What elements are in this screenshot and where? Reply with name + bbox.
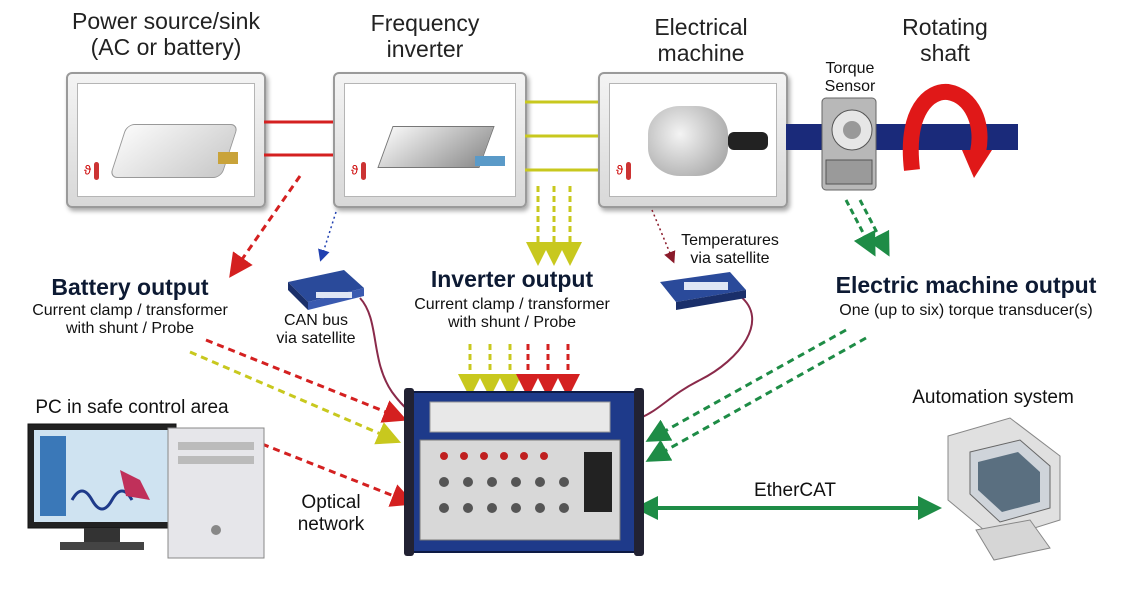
machine-to-daq-1 xyxy=(645,328,847,442)
pc-label: PC in safe control area xyxy=(35,397,229,418)
machine-output-title: Electric machine output xyxy=(835,272,1097,298)
battery-to-daq-red xyxy=(205,338,408,423)
optical-network-arrow xyxy=(261,442,416,507)
torque-sensor-icon xyxy=(821,97,877,191)
can-bus-arrow xyxy=(318,211,337,262)
inverter-cables xyxy=(475,156,505,166)
torque-arrow-2 xyxy=(858,199,890,257)
machine-to-daq-2 xyxy=(645,336,867,462)
battery-to-daq-yellow xyxy=(189,350,402,445)
ethercat-label: EtherCAT xyxy=(753,480,836,501)
temperatures-cable xyxy=(639,295,754,419)
thermometer-icon: ϑ xyxy=(616,162,632,180)
battery-arrow xyxy=(229,175,302,278)
torque-arrow-1 xyxy=(844,199,876,257)
battery-connector xyxy=(218,152,238,164)
motor-shaft xyxy=(728,132,768,150)
power-source-box: ϑ xyxy=(66,72,266,208)
pc-monitor-icon xyxy=(27,423,177,550)
frequency-inverter-box: ϑ xyxy=(333,72,527,208)
power-source-label: Power source/sink(AC or battery) xyxy=(72,8,260,61)
automation-computer-icon xyxy=(947,417,1061,561)
electrical-machine-box: ϑ xyxy=(598,72,788,208)
thermometer-icon: ϑ xyxy=(351,162,367,180)
motor-image xyxy=(648,106,728,176)
temperatures-arrow xyxy=(651,209,676,264)
inverter-output-title: Inverter output xyxy=(430,266,594,292)
automation-system-label: Automation system xyxy=(912,387,1074,408)
machine-output-desc: One (up to six) torque transducer(s) xyxy=(839,302,1093,319)
thermometer-icon: ϑ xyxy=(84,162,100,180)
rotation-arrow-icon xyxy=(902,83,992,178)
battery-output-title: Battery output xyxy=(51,274,209,300)
daq-device-icon xyxy=(404,388,644,556)
pc-tower-icon xyxy=(167,427,265,559)
temperature-satellite-icon xyxy=(660,272,746,310)
can-bus-satellite-icon xyxy=(288,270,364,310)
